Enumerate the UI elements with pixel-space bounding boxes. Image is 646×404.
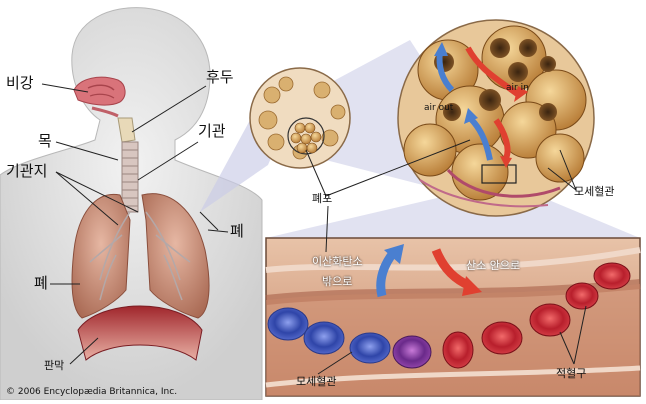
alveoli-zoom-circle bbox=[397, 19, 595, 217]
label-capillary-bottom: 모세혈관 bbox=[296, 375, 337, 388]
red-blood-cell bbox=[529, 303, 571, 337]
capillary-leader-lines bbox=[317, 205, 587, 375]
label-larynx: 후두 bbox=[206, 68, 234, 86]
label-co2-out-line1: 이산화탄소 bbox=[312, 255, 363, 268]
gas-exchange-arrows bbox=[376, 244, 482, 298]
label-alveoli: 폐포 bbox=[312, 192, 333, 205]
label-capillary-top: 모세혈관 bbox=[574, 185, 615, 198]
lungs-shape bbox=[71, 193, 210, 319]
copyright-text: © 2006 Encyclopædia Britannica, Inc. bbox=[6, 387, 178, 397]
label-diaphragm: 판막 bbox=[44, 359, 65, 372]
red-blood-cell bbox=[481, 321, 523, 355]
blood-cells bbox=[267, 262, 631, 369]
label-red-blood-cells: 적혈구 bbox=[556, 367, 587, 380]
label-air-out: air out bbox=[424, 103, 454, 113]
blue-blood-cell bbox=[349, 332, 391, 364]
label-co2-out-line2: 밖으로 bbox=[322, 275, 353, 288]
label-nasal-cavity: 비강 bbox=[6, 74, 34, 92]
label-throat: 목 bbox=[38, 132, 52, 150]
red-blood-cell bbox=[565, 282, 599, 310]
alveoli-leader-lines bbox=[199, 139, 577, 231]
blue-blood-cell bbox=[303, 321, 345, 355]
purple-blood-cell bbox=[392, 335, 432, 369]
diaphragm-shape bbox=[77, 305, 203, 361]
nasal-cavity-shape bbox=[73, 76, 126, 118]
red-blood-cell bbox=[593, 262, 631, 290]
label-lung-right: 폐 bbox=[230, 222, 244, 240]
label-bronchi: 기관지 bbox=[6, 162, 48, 180]
label-air-in: air in bbox=[506, 83, 529, 93]
lung-tissue-zoom-circle bbox=[249, 67, 351, 169]
label-lung-left: 폐 bbox=[34, 274, 48, 292]
label-oxygen-in: 산소 안으로 bbox=[466, 259, 521, 272]
blue-blood-cell bbox=[267, 307, 309, 341]
label-trachea: 기관 bbox=[198, 122, 226, 140]
red-blood-cell bbox=[442, 331, 474, 369]
body-leader-lines bbox=[41, 83, 229, 365]
